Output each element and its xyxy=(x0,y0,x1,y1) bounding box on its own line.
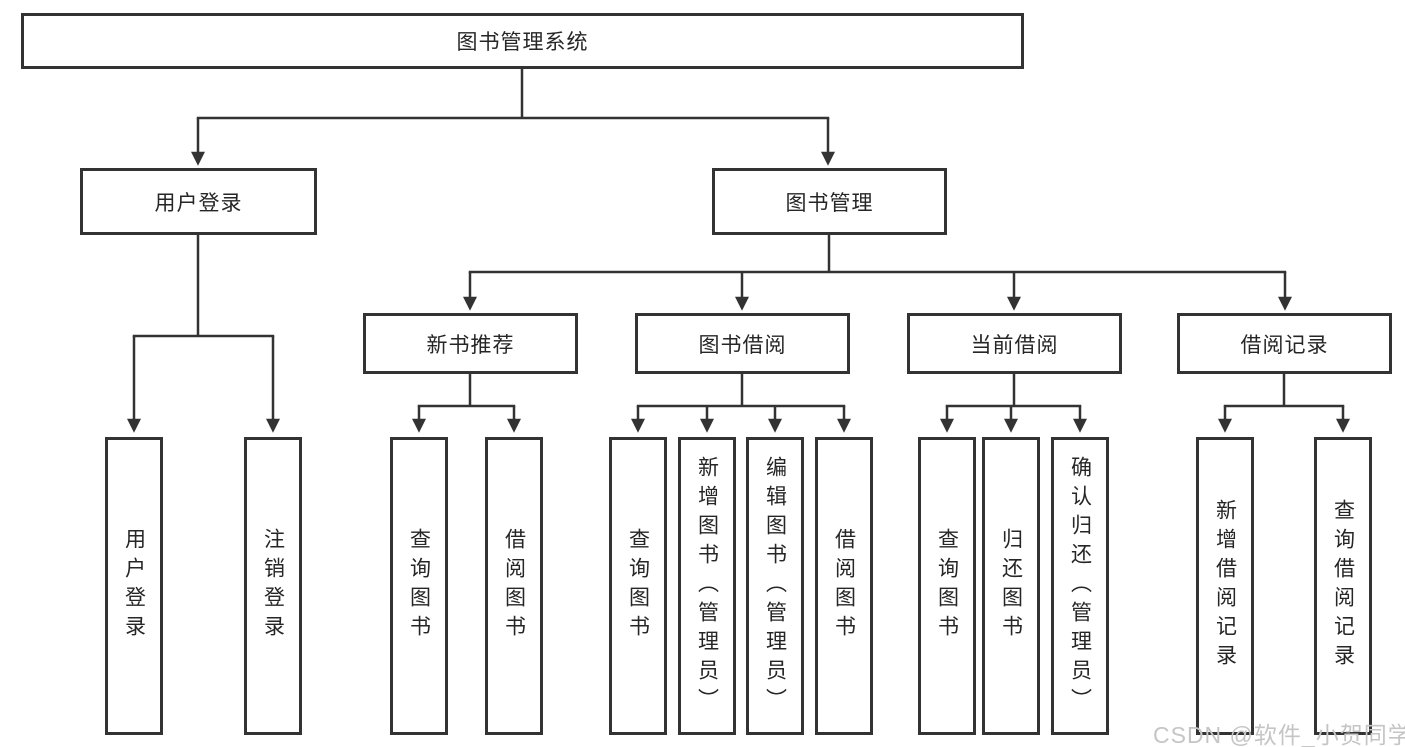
leaf-label: 新增借阅记录 xyxy=(1213,499,1237,673)
leaf-borrow-books: 借阅图书 xyxy=(815,437,873,735)
leaf-label: 查询图书 xyxy=(626,528,650,644)
leaf-query-borrow-record: 查询借阅记录 xyxy=(1314,437,1372,735)
leaf-return-books: 归还图书 xyxy=(982,437,1040,735)
leaf-label: 新增图书（管理员） xyxy=(695,455,719,717)
leaf-borrow-books-recommend: 借阅图书 xyxy=(485,437,543,735)
leaf-add-books-admin: 新增图书（管理员） xyxy=(678,437,736,735)
leaf-label: 用户登录 xyxy=(122,528,146,644)
leaf-label: 归还图书 xyxy=(999,528,1023,644)
node-new-book-recommend: 新书推荐 xyxy=(363,313,578,374)
leaf-label: 查询借阅记录 xyxy=(1331,499,1355,673)
leaf-query-books-borrowing: 查询图书 xyxy=(609,437,667,735)
node-library-management-system: 图书管理系统 xyxy=(21,13,1024,69)
leaf-edit-books-admin: 编辑图书（管理员） xyxy=(746,437,804,735)
node-user-login: 用户登录 xyxy=(80,168,317,235)
leaf-label: 编辑图书（管理员） xyxy=(763,455,787,717)
leaf-user-login: 用户登录 xyxy=(105,437,163,735)
csdn-watermark: CSDN @软件_小贺同学 xyxy=(1153,722,1405,747)
node-borrowing-records: 借阅记录 xyxy=(1177,313,1392,374)
leaf-query-books-recommend: 查询图书 xyxy=(390,437,448,735)
leaf-label: 借阅图书 xyxy=(832,528,856,644)
leaf-query-books-current: 查询图书 xyxy=(918,437,976,735)
leaf-label: 确认归还（管理员） xyxy=(1068,455,1092,717)
leaf-label: 借阅图书 xyxy=(502,528,526,644)
leaf-label: 查询图书 xyxy=(935,528,959,644)
leaf-label: 注销登录 xyxy=(261,528,285,644)
leaf-logout: 注销登录 xyxy=(244,437,302,735)
leaf-confirm-return-admin: 确认归还（管理员） xyxy=(1051,437,1109,735)
node-current-borrowing: 当前借阅 xyxy=(907,313,1122,374)
node-book-borrowing: 图书借阅 xyxy=(635,313,850,374)
node-book-management: 图书管理 xyxy=(712,168,947,235)
leaf-label: 查询图书 xyxy=(407,528,431,644)
leaf-add-borrow-record: 新增借阅记录 xyxy=(1196,437,1254,735)
